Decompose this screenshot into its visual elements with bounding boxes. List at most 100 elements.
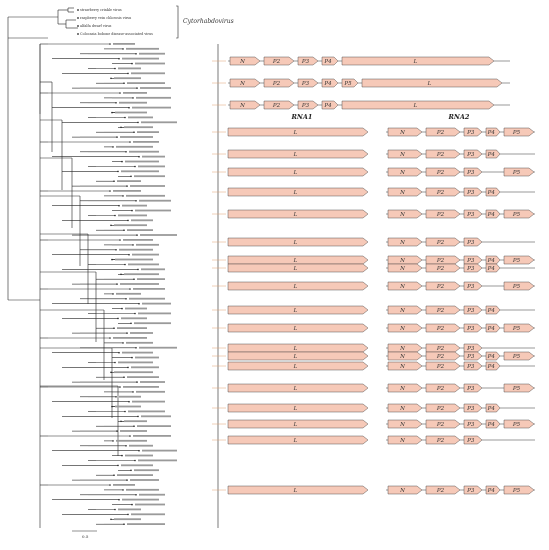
leaf-node: [114, 508, 116, 511]
taxon-label-placeholder: [136, 243, 159, 246]
gene-P3: P3: [463, 255, 483, 265]
svg-text:P3: P3: [466, 406, 475, 412]
svg-text:P5: P5: [512, 170, 521, 176]
gene-P5: P5: [503, 255, 535, 265]
taxon-label-placeholder: [127, 82, 165, 84]
leaf-node: [133, 131, 135, 133]
gene-N: N: [387, 281, 423, 291]
taxon-label-placeholder: [135, 62, 165, 65]
taxon-label-placeholder: [113, 337, 147, 339]
gene-N: N: [387, 343, 423, 353]
svg-text:P3: P3: [466, 326, 475, 332]
taxon-label-placeholder: [139, 346, 177, 349]
svg-text:N: N: [399, 346, 405, 352]
svg-text:L: L: [293, 258, 298, 264]
leaf-node: [127, 219, 129, 222]
svg-text:P5: P5: [512, 354, 521, 360]
gene-L: L: [227, 323, 369, 333]
gene-N: N: [387, 263, 423, 273]
svg-text:P4: P4: [487, 212, 496, 218]
svg-text:P4: P4: [487, 326, 496, 332]
svg-text:L: L: [293, 364, 298, 370]
gene-L: L: [227, 187, 369, 197]
leaf-node: [123, 82, 125, 84]
leaf-labels: strawberry crinkle virus raspberry vein c…: [77, 8, 177, 525]
leaf-node: [117, 464, 119, 467]
svg-text:P3: P3: [301, 103, 310, 109]
taxon-label-placeholder: [115, 258, 153, 261]
leaf-node: [122, 489, 124, 491]
gene-P3: P3: [463, 263, 483, 273]
gene-L: L: [227, 343, 369, 353]
gene-P5: P5: [503, 167, 535, 177]
leaf-node: [125, 151, 127, 153]
gene-P2: P2: [425, 167, 461, 177]
svg-text:N: N: [399, 406, 405, 412]
gene-P3: P3: [463, 361, 483, 371]
gene-P5: P5: [503, 383, 535, 393]
taxon-label-placeholder: [131, 366, 159, 369]
gene-P4: P4: [485, 127, 501, 137]
gene-N: N: [387, 435, 423, 445]
gene-P5: P5: [503, 419, 535, 429]
svg-text:P4: P4: [487, 152, 496, 158]
outgroup-taxon-label: strawberry crinkle virus: [80, 8, 122, 12]
leaf-node: [136, 234, 138, 236]
svg-text:N: N: [399, 170, 405, 176]
taxon-label-placeholder: [131, 72, 165, 75]
leaf-node: [127, 72, 129, 75]
leaf-node: [110, 77, 112, 80]
taxon-label-placeholder: [128, 263, 159, 266]
svg-text:L: L: [293, 422, 298, 428]
svg-text:P3: P3: [466, 152, 475, 158]
leaf-node: [129, 288, 131, 290]
leaf-node: [131, 62, 133, 65]
gene-P2: P2: [425, 351, 461, 361]
gene-P3: P3: [463, 149, 483, 159]
taxon-label-placeholder: [133, 288, 165, 290]
svg-text:P3: P3: [466, 258, 475, 264]
svg-text:P3: P3: [466, 422, 475, 428]
gene-L: L: [227, 237, 369, 247]
gene-P3: P3: [463, 237, 483, 247]
leaf-node: [136, 381, 138, 383]
svg-text:P3: P3: [466, 438, 475, 444]
leaf-node: [111, 111, 113, 114]
gene-P4: P4: [485, 323, 501, 333]
gene-L: L: [227, 361, 369, 371]
gene-P3: P3: [297, 78, 319, 88]
taxon-label-placeholder: [134, 469, 159, 472]
gene-L: L: [227, 485, 369, 495]
gene-P2: P2: [263, 78, 295, 88]
leaf-node: [129, 435, 131, 437]
svg-text:N: N: [399, 488, 405, 494]
svg-text:P4: P4: [487, 364, 496, 370]
svg-text:N: N: [239, 103, 245, 109]
leaf-node: [123, 376, 125, 379]
svg-text:P2: P2: [436, 170, 445, 176]
taxon-label-placeholder: [142, 302, 171, 305]
scale-bar-label: 0.5: [82, 534, 89, 539]
leaf-node: [134, 459, 136, 462]
taxon-label-placeholder: [139, 199, 171, 202]
outgroup-taxon-label: raspberry vein chlorosis virus: [80, 16, 132, 20]
gene-L: L: [227, 305, 369, 315]
taxon-label-placeholder: [124, 126, 153, 129]
leaf-node: [120, 126, 122, 129]
taxon-label-placeholder: [122, 498, 159, 501]
svg-text:N: N: [399, 364, 405, 370]
taxon-label-placeholder: [120, 430, 147, 432]
gene-N: N: [229, 100, 261, 110]
leaf-node: [119, 386, 121, 388]
gene-P4: P4: [485, 263, 501, 273]
leaf-node: [126, 479, 128, 481]
leaf-node: [77, 33, 79, 35]
taxon-label-placeholder: [130, 479, 159, 481]
taxon-label-placeholder: [139, 52, 165, 55]
svg-text:L: L: [293, 386, 298, 392]
gene-P3: P3: [463, 209, 483, 219]
gene-P2: P2: [425, 305, 461, 315]
svg-text:P2: P2: [272, 81, 281, 87]
svg-text:N: N: [399, 308, 405, 314]
leaf-node: [125, 298, 127, 300]
